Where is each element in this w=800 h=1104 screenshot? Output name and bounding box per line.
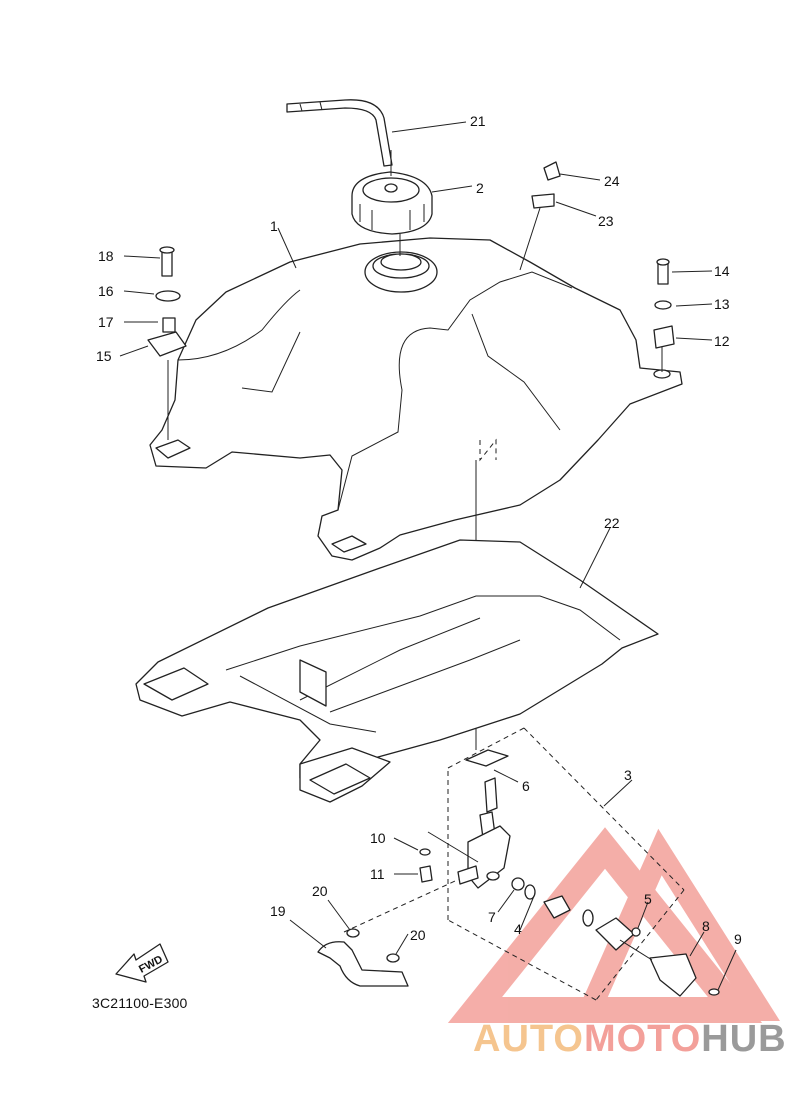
- callout-8: 8: [702, 918, 710, 934]
- callout-18: 18: [98, 248, 114, 264]
- callout-23: 23: [598, 213, 614, 229]
- mounting-hardware: [147, 161, 675, 883]
- callout-1: 1: [270, 218, 278, 234]
- callout-15: 15: [96, 348, 112, 364]
- callout-3: 3: [624, 767, 632, 783]
- callout-12: 12: [714, 333, 730, 349]
- callout-9: 9: [734, 931, 742, 947]
- fuel-cock-assembly: [457, 749, 720, 997]
- callout-17: 17: [98, 314, 114, 330]
- fuel-hose: [317, 928, 409, 987]
- callout-labels: 1 2 3 4 5 6 7 8 9 10 11 12 13 14 15 16 1…: [96, 113, 742, 947]
- fuel-cap: [351, 171, 433, 235]
- callout-24: 24: [604, 173, 620, 189]
- callout-13: 13: [714, 296, 730, 312]
- callout-20-upper: 20: [312, 883, 328, 899]
- callout-6: 6: [522, 778, 530, 794]
- watermark-text: AUTOMOTOHUB: [473, 1018, 787, 1061]
- callout-22: 22: [604, 515, 620, 531]
- callout-2: 2: [476, 180, 484, 196]
- callout-leaders: [119, 121, 737, 991]
- callout-11: 11: [370, 866, 385, 882]
- forward-arrow-icon: FWD: [115, 943, 169, 983]
- tank-tray: [135, 539, 659, 803]
- watermark-part-moto: MOTO: [583, 1018, 702, 1060]
- watermark-part-hub: HUB: [701, 1018, 787, 1060]
- callout-4: 4: [514, 921, 522, 937]
- callout-19: 19: [270, 903, 286, 919]
- watermark-part-auto: AUTO: [473, 1018, 584, 1060]
- callout-16: 16: [98, 283, 114, 299]
- callout-7: 7: [488, 909, 496, 925]
- callout-21: 21: [470, 113, 486, 129]
- assembly-guide-lines: [167, 150, 685, 1001]
- fuel-tank: [149, 237, 683, 561]
- callout-14: 14: [714, 263, 730, 279]
- callout-10: 10: [370, 830, 386, 846]
- callout-20-lower: 20: [410, 927, 426, 943]
- breather-hose: [286, 99, 393, 167]
- drawing-code: 3C21100-E300: [92, 995, 188, 1011]
- callout-5: 5: [644, 891, 652, 907]
